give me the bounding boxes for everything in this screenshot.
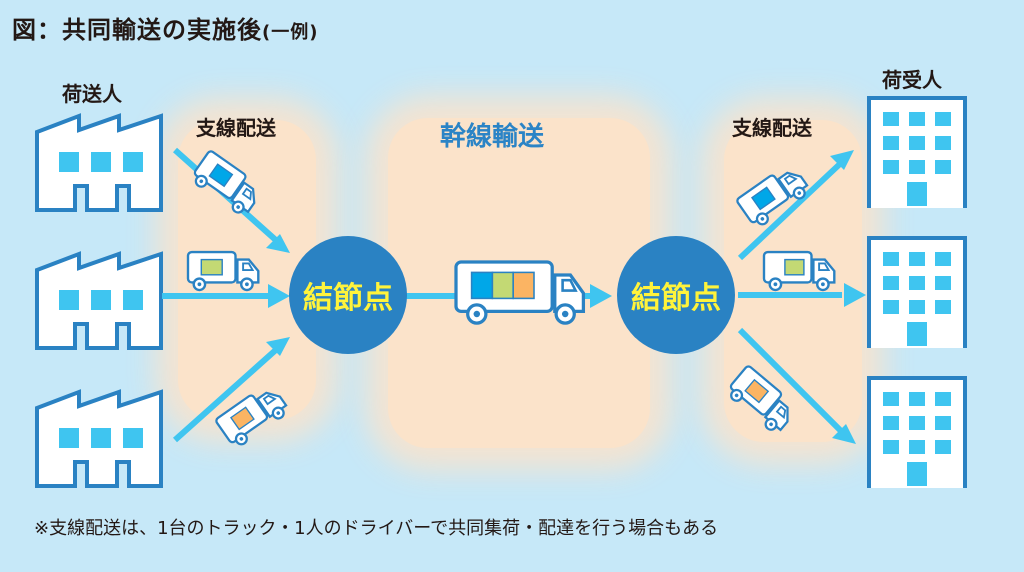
consignee-building-2: [867, 236, 967, 350]
truck-icon: [188, 148, 266, 219]
arrow-node-to-consignee3: [737, 327, 845, 435]
junction-node-right-label: 結節点: [631, 281, 721, 316]
junction-node-left: 結節点: [289, 236, 407, 354]
building-icon: [867, 236, 967, 350]
factory-icon: [35, 114, 163, 212]
figure-title: 図：共同輸送の実施後(一例): [12, 10, 318, 45]
shipper-factory-2: [35, 252, 163, 350]
arrowhead-icon: [266, 234, 290, 253]
junction-node-right: 結節点: [617, 236, 735, 354]
building-icon: [867, 96, 967, 210]
shipper-factory-1: [35, 114, 163, 212]
factory-icon: [35, 390, 163, 488]
junction-node-left-label: 結節点: [303, 281, 393, 316]
shipper-factory-3: [35, 390, 163, 488]
truck-icon: [186, 250, 260, 292]
arrowhead-icon: [266, 337, 290, 356]
arrowhead-icon: [830, 150, 854, 170]
shipper-label: 荷送人: [62, 82, 122, 106]
title-sub: (一例): [262, 22, 319, 43]
arrow-node-to-consignee1: [737, 159, 845, 261]
branch-delivery-label-right: 支線配送: [732, 116, 812, 140]
truck-icon: [723, 363, 801, 437]
title-main: 図：共同輸送の実施後: [12, 16, 262, 44]
trunk-truck-icon: [454, 260, 586, 325]
arrowhead-icon: [844, 283, 866, 307]
arrowhead-icon: [268, 284, 290, 308]
branch-delivery-label-left: 支線配送: [196, 116, 276, 140]
arrowhead-icon: [590, 284, 612, 308]
consignee-building-3: [867, 376, 967, 490]
truck-icon: [213, 380, 292, 451]
arrow-shipper3-to-node: [173, 345, 280, 443]
consignee-label: 荷受人: [882, 68, 942, 92]
factory-icon: [35, 252, 163, 350]
trunk-transport-label: 幹線輸送: [440, 122, 545, 152]
building-icon: [867, 376, 967, 490]
truck-icon: [762, 250, 836, 292]
arrowhead-icon: [832, 424, 856, 444]
consignee-building-1: [867, 96, 967, 210]
footnote: ※支線配送は、1台のトラック・1人のドライバーで共同集荷・配達を行う場合もある: [34, 518, 719, 539]
truck-icon: [734, 160, 813, 231]
